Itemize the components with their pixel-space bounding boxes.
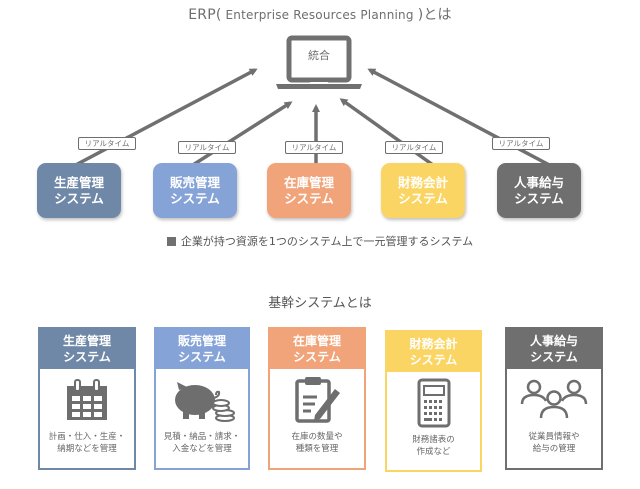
title-prefix: ERP(	[188, 7, 222, 23]
card-inventory: 在庫管理システム 在庫の数量や種類を管理	[268, 327, 366, 470]
card-description: 見積・納品・請求・入金などを管理	[156, 431, 248, 455]
system-name: 財務会計	[397, 174, 448, 190]
desc-line: 入金などを管理	[172, 444, 232, 454]
card-header: 販売管理システム	[156, 329, 248, 369]
arrow-2	[184, 101, 293, 172]
realtime-label-1: リアルタイム	[78, 137, 136, 150]
erp-caption: 企業が持つ資源を1つのシステム上で一元管理するシステム	[0, 233, 640, 249]
system-suffix: システム	[170, 190, 220, 206]
arrow-5	[367, 68, 556, 170]
realtime-label-4: リアルタイム	[385, 141, 443, 154]
calendar-icon	[40, 369, 134, 431]
card-title: 財務会計	[409, 337, 458, 351]
card-accounting: 財務会計システム 財務諸表の作成など	[385, 330, 482, 472]
system-suffix: システム	[398, 190, 448, 206]
realtime-label-2: リアルタイム	[178, 141, 236, 154]
card-header: 生産管理システム	[40, 329, 134, 369]
card-subtitle: システム	[409, 353, 458, 367]
system-name: 販売管理	[169, 174, 220, 190]
system-box-hr: 人事給与システム	[497, 163, 581, 218]
arrow-1	[69, 68, 258, 170]
card-hr: 人事給与システム 従業員情報や給与の管理	[505, 327, 603, 470]
system-box-sales: 販売管理システム	[153, 163, 237, 218]
desc-line: 納期などを管理	[57, 444, 117, 454]
desc-line: 従業員情報や	[528, 432, 580, 442]
caption-text: 企業が持つ資源を1つのシステム上で一元管理するシステム	[180, 235, 474, 248]
system-suffix: システム	[54, 190, 104, 206]
realtime-label-3: リアルタイム	[285, 141, 343, 154]
card-subtitle: システム	[530, 350, 578, 364]
card-production: 生産管理システム 計画・仕入・生産・納期などを管理	[38, 327, 136, 470]
core-system-title: 基幹システムとは	[268, 296, 372, 311]
card-description: 財務諸表の作成など	[387, 434, 480, 458]
system-box-production: 生産管理システム	[37, 163, 121, 218]
card-description: 計画・仕入・生産・納期などを管理	[40, 431, 134, 455]
realtime-label-5: リアルタイム	[492, 137, 550, 150]
desc-line: 財務諸表の	[412, 435, 455, 445]
people-icon	[507, 369, 601, 431]
desc-line: 見積・納品・請求・	[163, 432, 241, 442]
clipboard-pencil-icon	[270, 369, 364, 431]
system-suffix: システム	[284, 190, 334, 206]
laptop-icon	[276, 35, 362, 89]
card-header: 財務会計システム	[387, 332, 480, 372]
card-title: 在庫管理	[292, 334, 341, 348]
integrate-label: 統合	[308, 49, 330, 62]
system-name: 人事給与	[513, 174, 564, 190]
card-header: 人事給与システム	[507, 329, 601, 369]
title-suffix: )とは	[417, 7, 452, 23]
card-title: 生産管理	[62, 334, 111, 348]
calculator-icon	[387, 372, 480, 434]
system-name: 生産管理	[53, 174, 104, 190]
erp-diagram	[69, 35, 556, 172]
erp-title: ERP( Enterprise Resources Planning )とは	[0, 4, 640, 24]
square-bullet-icon	[166, 237, 176, 246]
title-english: Enterprise Resources Planning	[221, 8, 418, 22]
card-title: 人事給与	[529, 334, 578, 348]
card-description: 在庫の数量や種類を管理	[270, 431, 364, 455]
card-subtitle: システム	[178, 350, 226, 364]
desc-line: 種類を管理	[295, 444, 339, 454]
card-description: 従業員情報や給与の管理	[507, 431, 601, 455]
desc-line: 在庫の数量や	[291, 432, 343, 442]
card-sales: 販売管理システム 見積・納品・請求・入金などを管理	[154, 327, 250, 470]
system-name: 在庫管理	[283, 174, 334, 190]
system-suffix: システム	[514, 190, 564, 206]
desc-line: 給与の管理	[532, 444, 576, 454]
piggy-bank-coins-icon	[156, 369, 248, 431]
arrow-4	[339, 98, 442, 172]
desc-line: 作成など	[416, 447, 451, 457]
card-subtitle: システム	[293, 350, 341, 364]
system-box-inventory: 在庫管理システム	[267, 163, 351, 218]
card-title: 販売管理	[177, 334, 226, 348]
card-subtitle: システム	[63, 350, 111, 364]
desc-line: 計画・仕入・生産・	[48, 432, 126, 442]
card-header: 在庫管理システム	[270, 329, 364, 369]
system-box-accounting: 財務会計システム	[381, 163, 465, 218]
